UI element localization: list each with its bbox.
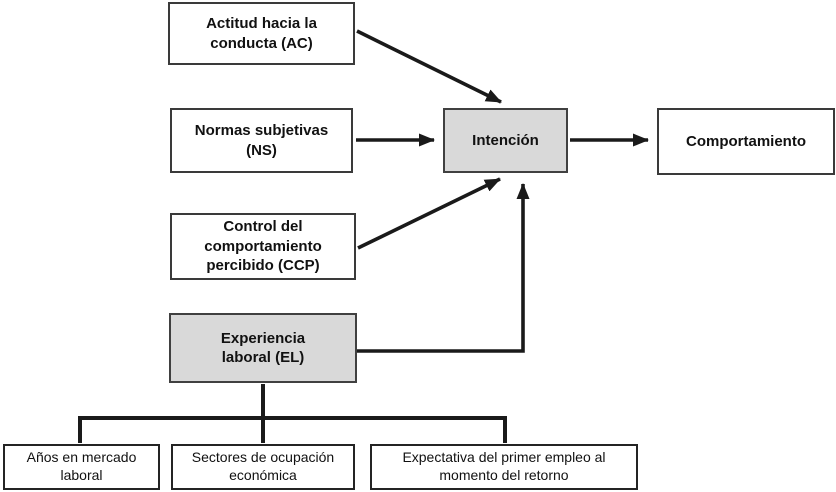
node-comportamiento: Comportamiento bbox=[657, 108, 835, 175]
node-experiencia-laboral: Experiencia laboral (EL) bbox=[169, 313, 357, 383]
edge-ac-to-intencion bbox=[356, 29, 502, 104]
node-normas-subjetivas: Normas subjetivas (NS) bbox=[170, 108, 353, 173]
node-actitud-conducta-label: Actitud hacia la conducta (AC) bbox=[206, 15, 317, 52]
node-ccp-label: Control del comportamiento percibido (CC… bbox=[204, 218, 322, 275]
node-sectores-ocupacion: Sectores de ocupación económica bbox=[171, 444, 355, 490]
node-comportamiento-label: Comportamiento bbox=[686, 132, 806, 150]
node-anios-label: Años en mercado laboral bbox=[26, 449, 137, 483]
node-intencion: Intención bbox=[443, 108, 568, 173]
edge-el-to-intencion bbox=[357, 183, 530, 353]
node-sectores-label: Sectores de ocupación económica bbox=[191, 449, 335, 483]
node-actitud-conducta: Actitud hacia la conducta (AC) bbox=[168, 2, 355, 65]
node-experiencia-laboral-label: Experiencia laboral (EL) bbox=[220, 329, 306, 367]
node-expectativa-primer-empleo: Expectativa del primer empleo al momento… bbox=[370, 444, 638, 490]
edge-el-to-indicators bbox=[78, 384, 507, 443]
node-expectativa-label: Expectativa del primer empleo al momento… bbox=[402, 449, 606, 483]
node-anios-mercado-laboral: Años en mercado laboral bbox=[3, 444, 160, 490]
node-control-comportamiento-percibido: Control del comportamiento percibido (CC… bbox=[170, 213, 356, 280]
edge-ccp-to-intencion bbox=[357, 177, 501, 250]
node-intencion-label: Intención bbox=[472, 131, 539, 149]
node-normas-subjetivas-label: Normas subjetivas (NS) bbox=[194, 122, 329, 159]
